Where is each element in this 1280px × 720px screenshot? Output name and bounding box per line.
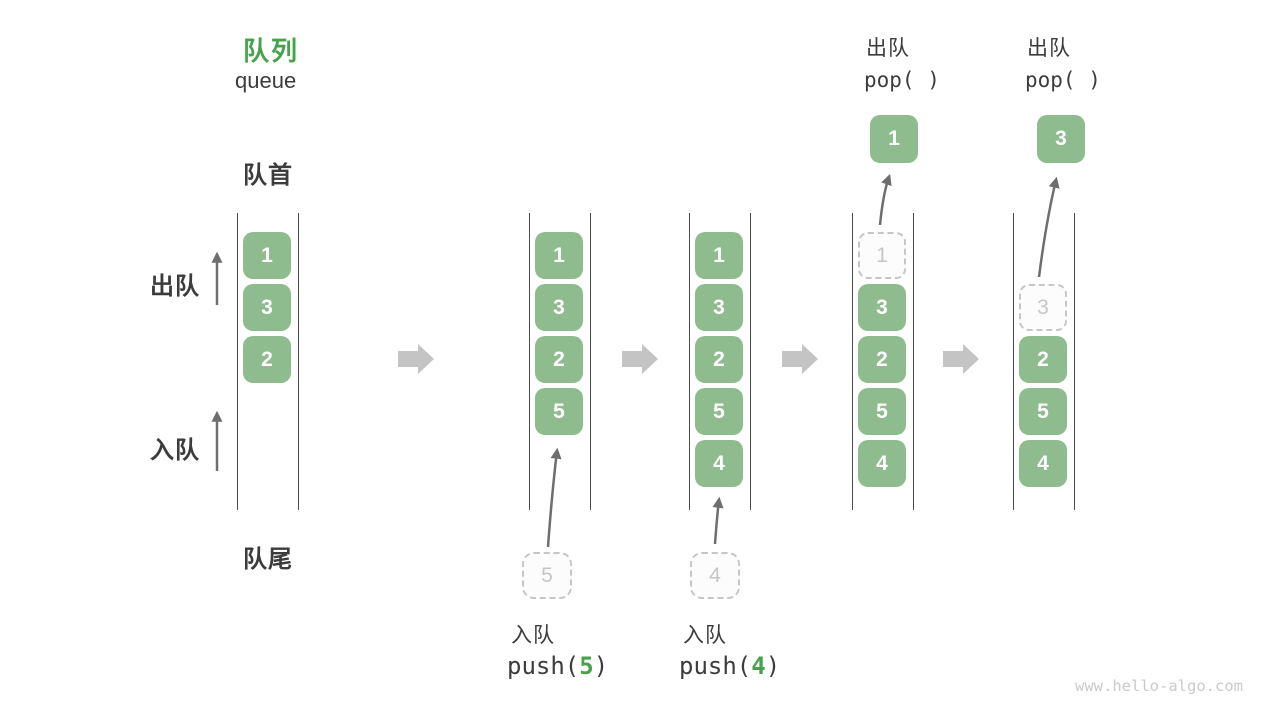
diagram-title-en: queue bbox=[235, 68, 297, 93]
push-call-text: push(5) bbox=[507, 652, 608, 680]
push-call-arg: 4 bbox=[751, 652, 766, 680]
diagram-title-zh: 队列 bbox=[243, 36, 300, 66]
queue-item: 2 bbox=[535, 336, 583, 383]
staged-item: 5 bbox=[522, 552, 572, 599]
push-call-prefix: push( bbox=[507, 652, 580, 680]
queue-container-3 bbox=[689, 213, 751, 510]
staged-item: 4 bbox=[690, 552, 740, 599]
site-watermark: www.hello-algo.com bbox=[1075, 677, 1243, 695]
step-arrow-icon bbox=[398, 344, 434, 374]
queue-item: 3 bbox=[695, 284, 743, 331]
push-call-arg: 5 bbox=[579, 652, 594, 680]
queue-item-removed: 1 bbox=[858, 232, 906, 279]
queue-item: 2 bbox=[695, 336, 743, 383]
queue-item: 1 bbox=[695, 232, 743, 279]
pop-call-text: pop( ) bbox=[864, 68, 940, 92]
queue-item: 3 bbox=[243, 284, 291, 331]
push-label-zh: 入队 bbox=[511, 624, 555, 647]
queue-item: 5 bbox=[858, 388, 906, 435]
popped-item: 1 bbox=[870, 115, 918, 163]
queue-rear-label: 队尾 bbox=[243, 546, 293, 573]
queue-item-removed: 3 bbox=[1019, 284, 1067, 331]
queue-item: 4 bbox=[858, 440, 906, 487]
queue-item: 3 bbox=[535, 284, 583, 331]
pop1-arrow-icon bbox=[878, 173, 892, 226]
queue-item: 1 bbox=[535, 232, 583, 279]
step-arrow-icon bbox=[943, 344, 979, 374]
pop-call-text: pop( ) bbox=[1025, 68, 1101, 92]
push4-arrow-icon bbox=[712, 496, 724, 545]
push-call-suffix: ) bbox=[765, 652, 781, 680]
push-label-zh: 入队 bbox=[683, 624, 727, 647]
push-call-suffix: ) bbox=[593, 652, 609, 680]
queue-item: 4 bbox=[695, 440, 743, 487]
popped-item: 3 bbox=[1037, 115, 1085, 163]
queue-item: 1 bbox=[243, 232, 291, 279]
queue-item: 2 bbox=[858, 336, 906, 383]
queue-front-label: 队首 bbox=[243, 162, 293, 189]
queue-item: 5 bbox=[1019, 388, 1067, 435]
queue-item: 5 bbox=[535, 388, 583, 435]
enqueue-side-label: 入队 bbox=[150, 437, 200, 464]
queue-item: 4 bbox=[1019, 440, 1067, 487]
queue-item: 3 bbox=[858, 284, 906, 331]
queue-item: 2 bbox=[243, 336, 291, 383]
push-call-text: push(4) bbox=[679, 652, 780, 680]
queue-container-1 bbox=[237, 213, 299, 510]
pop-label-zh: 出队 bbox=[1027, 37, 1071, 60]
queue-item: 5 bbox=[695, 388, 743, 435]
push5-arrow-icon bbox=[546, 447, 562, 548]
dequeue-side-label: 出队 bbox=[150, 273, 200, 300]
push-call-prefix: push( bbox=[679, 652, 752, 680]
queue-item: 2 bbox=[1019, 336, 1067, 383]
step-arrow-icon bbox=[622, 344, 658, 374]
pop-label-zh: 出队 bbox=[866, 37, 910, 60]
queue-container-4 bbox=[852, 213, 914, 510]
pop3-arrow-icon bbox=[1037, 176, 1060, 278]
queue-container-2 bbox=[529, 213, 591, 510]
step-arrow-icon bbox=[782, 344, 818, 374]
queue-container-5 bbox=[1013, 213, 1075, 510]
